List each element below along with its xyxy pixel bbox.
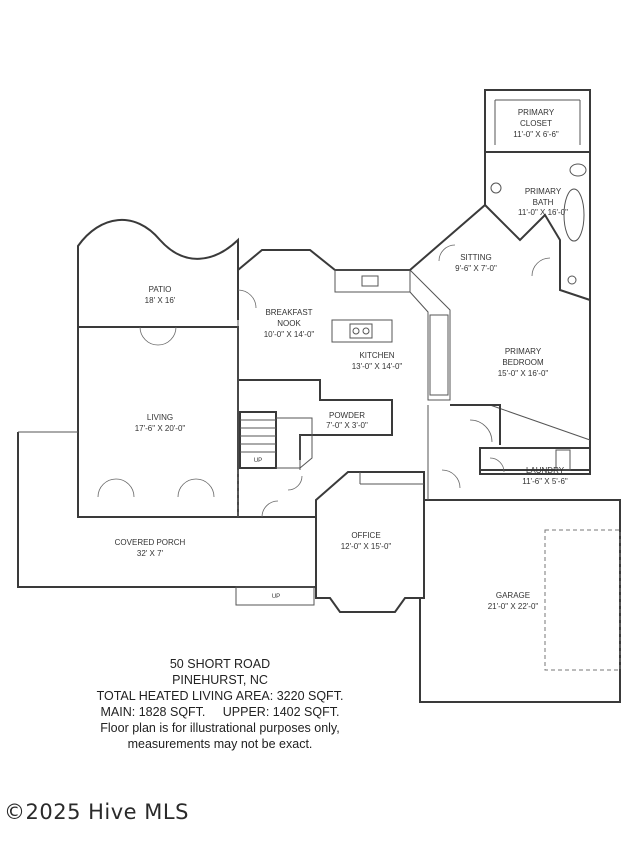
sitting-size: 9'-6" X 7'-0": [455, 264, 497, 273]
office-name: OFFICE: [351, 531, 380, 540]
patio-size: 18' X 16': [145, 296, 176, 305]
office-walls: [315, 471, 425, 613]
primary-closet-name-1: PRIMARY: [518, 108, 555, 117]
primary-bedroom-size: 15'-0" X 16'-0": [498, 369, 549, 378]
porch-steps: [235, 586, 315, 606]
powder-name: POWDER: [329, 411, 365, 420]
bathtub: [563, 188, 585, 242]
kitchen-size: 13'-0" X 14'-0": [352, 362, 403, 371]
toilet: [569, 163, 587, 177]
powder-size: 7'-0" X 3'-0": [326, 421, 368, 430]
watermark: ©2025 Hive MLS: [4, 800, 189, 824]
caption-disclaimer-2: measurements may not be exact.: [127, 737, 313, 751]
garage-size: 21'-0" X 22'-0": [488, 602, 539, 611]
office-size: 12'-0" X 15'-0": [341, 542, 392, 551]
room-label-kitchen: KITCHEN 13'-0" X 14'-0": [352, 351, 403, 371]
breakfast-nook-size: 10'-0" X 14'-0": [264, 330, 315, 339]
living-name: LIVING: [147, 413, 173, 422]
living-walls: [77, 326, 239, 518]
primary-closet-name-2: CLOSET: [520, 119, 552, 128]
room-label-garage: GARAGE 21'-0" X 22'-0": [488, 591, 539, 611]
living-size: 17'-6" X 20'-0": [135, 424, 186, 433]
room-label-laundry: LAUNDRY 11'-6" X 5'-6": [522, 466, 568, 486]
room-label-primary-closet: PRIMARY CLOSET 11'-0" X 6'-6": [513, 108, 559, 139]
sitting-name: SITTING: [460, 253, 492, 262]
room-label-patio: PATIO 18' X 16': [145, 285, 176, 305]
stairs-up-label: UP: [254, 458, 262, 464]
primary-closet-size: 11'-0" X 6'-6": [513, 130, 559, 139]
laundry-name: LAUNDRY: [526, 466, 565, 475]
room-label-living: LIVING 17'-6" X 20'-0": [135, 413, 186, 433]
caption-main-upper: MAIN: 1828 SQFT. UPPER: 1402 SQFT.: [100, 705, 340, 719]
porch-steps-up-label: UP: [272, 594, 280, 600]
room-label-powder: POWDER 7'-0" X 3'-0": [326, 411, 368, 430]
laundry-size: 11'-6" X 5'-6": [522, 477, 568, 486]
primary-bath-size: 11'-0" X 16'-0": [518, 208, 568, 217]
patio-outline: [77, 218, 239, 327]
kitchen-island: [331, 319, 393, 343]
covered-porch-size: 32' X 7': [137, 549, 164, 558]
stairs: [239, 411, 277, 469]
covered-porch-outline: [17, 432, 317, 588]
laundry-walls: [479, 447, 591, 475]
garage-parking-area: [544, 529, 621, 671]
covered-porch-name: COVERED PORCH: [115, 538, 186, 547]
garage-walls: [419, 499, 621, 703]
primary-wing-walls: [409, 89, 591, 471]
caption-disclaimer-1: Floor plan is for illustrational purpose…: [100, 721, 340, 735]
caption-address: 50 SHORT ROAD: [169, 657, 271, 671]
room-label-office: OFFICE 12'-0" X 15'-0": [341, 531, 392, 551]
caption-total-area: TOTAL HEATED LIVING AREA: 3220 SQFT.: [96, 689, 344, 703]
patio-name: PATIO: [149, 285, 172, 294]
room-label-sitting: SITTING 9'-6" X 7'-0": [455, 253, 497, 273]
room-label-covered-porch: COVERED PORCH 32' X 7': [115, 538, 186, 558]
plan-caption: 50 SHORT ROAD PINEHURST, NC TOTAL HEATED…: [40, 656, 400, 752]
kitchen-name: KITCHEN: [359, 351, 394, 360]
caption-city: PINEHURST, NC: [172, 673, 268, 687]
garage-name: GARAGE: [496, 591, 530, 600]
kitchen-counter: [334, 269, 411, 293]
breakfast-nook-bay: [237, 249, 410, 320]
